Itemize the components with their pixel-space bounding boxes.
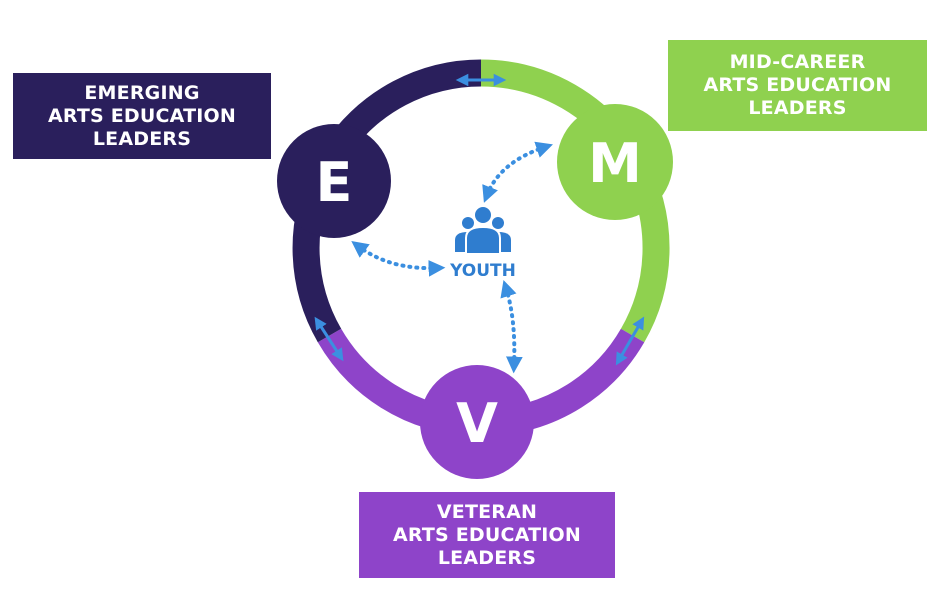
veteran-label-line-1: VETERAN <box>436 500 538 523</box>
veteran-leaders-box: VETERAN ARTS EDUCATION LEADERS <box>359 492 615 578</box>
emerging-leaders-box: EMERGING ARTS EDUCATION LEADERS <box>13 73 271 159</box>
node-midcareer: M <box>557 104 673 220</box>
node-veteran: V <box>420 365 534 479</box>
veteran-label-line-2: ARTS EDUCATION <box>393 523 581 546</box>
midcareer-leaders-box: MID-CAREER ARTS EDUCATION LEADERS <box>668 40 927 131</box>
emerging-label-line-3: LEADERS <box>92 127 192 150</box>
midcareer-label-line-2: ARTS EDUCATION <box>703 74 892 96</box>
emerging-label-line-1: EMERGING <box>84 81 200 104</box>
ring-transition-arrow-right <box>615 316 645 366</box>
node-emerging-letter: E <box>316 151 353 214</box>
veteran-label-line-3: LEADERS <box>437 546 537 569</box>
youth-label: YOUTH <box>449 261 516 281</box>
youth-link-midcareer <box>482 141 553 203</box>
youth-link-emerging <box>351 240 446 277</box>
midcareer-label-line-1: MID-CAREER <box>729 51 866 73</box>
node-midcareer-letter: M <box>588 132 642 195</box>
youth-link-veteran <box>500 279 523 374</box>
people-group-icon <box>455 207 511 255</box>
node-emerging: E <box>277 124 391 238</box>
emerging-label-line-2: ARTS EDUCATION <box>48 104 236 127</box>
ring-transition-arrow-left <box>314 316 344 362</box>
midcareer-label-line-3: LEADERS <box>748 97 847 119</box>
node-veteran-letter: V <box>456 392 498 455</box>
